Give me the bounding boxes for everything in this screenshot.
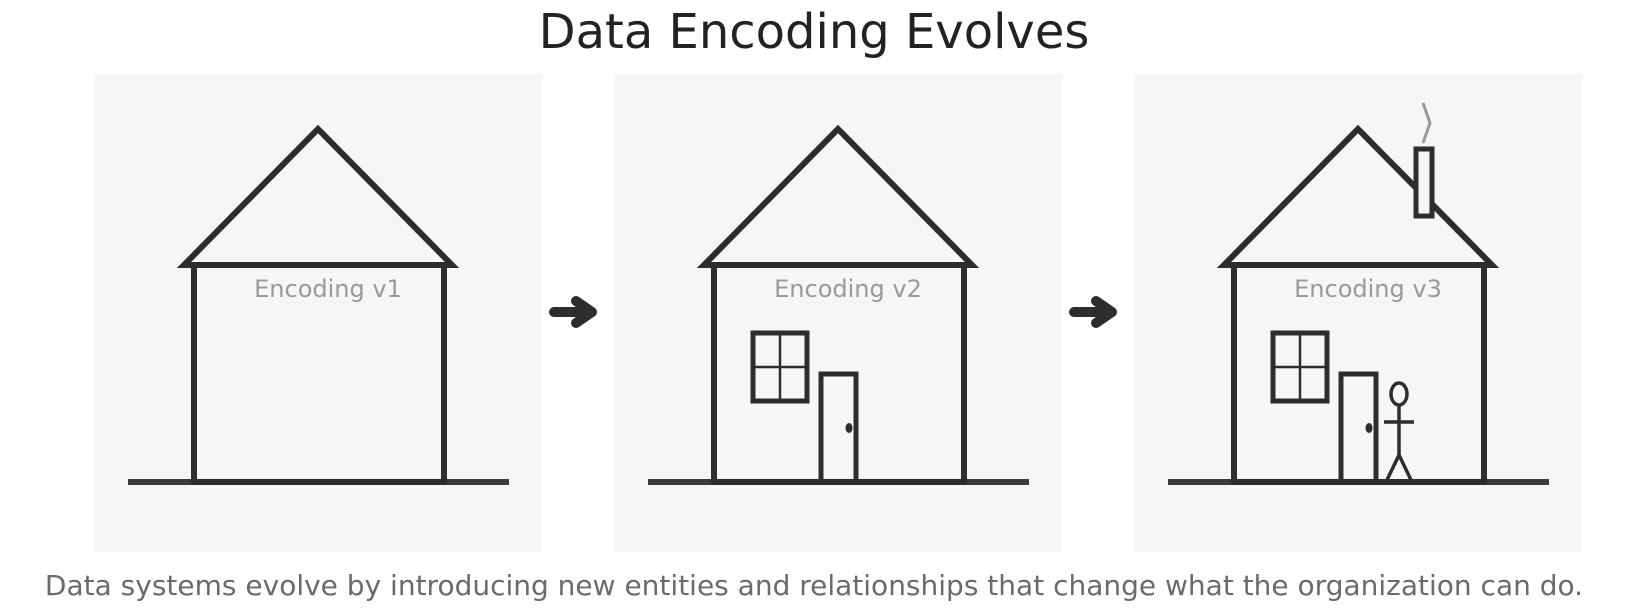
window-icon-v3 bbox=[1270, 330, 1330, 404]
door-icon-v3 bbox=[1338, 371, 1379, 485]
arrow-right-icon bbox=[549, 296, 597, 328]
chimney-icon bbox=[1413, 146, 1435, 219]
arrow-right-icon bbox=[1069, 296, 1117, 328]
door-knob-icon bbox=[845, 423, 853, 433]
panel-v1-background bbox=[94, 74, 542, 552]
diagram-caption: Data systems evolve by introducing new e… bbox=[44, 569, 1584, 602]
window-icon-v2 bbox=[750, 330, 810, 404]
door-icon-v2 bbox=[818, 371, 859, 485]
door-knob-icon bbox=[1365, 423, 1373, 433]
panel-v2-background bbox=[614, 74, 1062, 552]
panel-label-v2: Encoding v2 bbox=[774, 275, 922, 303]
panel-v3-background bbox=[1134, 74, 1582, 552]
person-icon bbox=[1384, 381, 1414, 483]
page-title: Data Encoding Evolves bbox=[538, 4, 1090, 60]
panel-label-v3: Encoding v3 bbox=[1294, 275, 1442, 303]
panel-label-v1: Encoding v1 bbox=[254, 275, 402, 303]
smoke-icon bbox=[1421, 102, 1432, 144]
house-v1 bbox=[128, 124, 509, 485]
house-body-v1 bbox=[191, 262, 447, 485]
